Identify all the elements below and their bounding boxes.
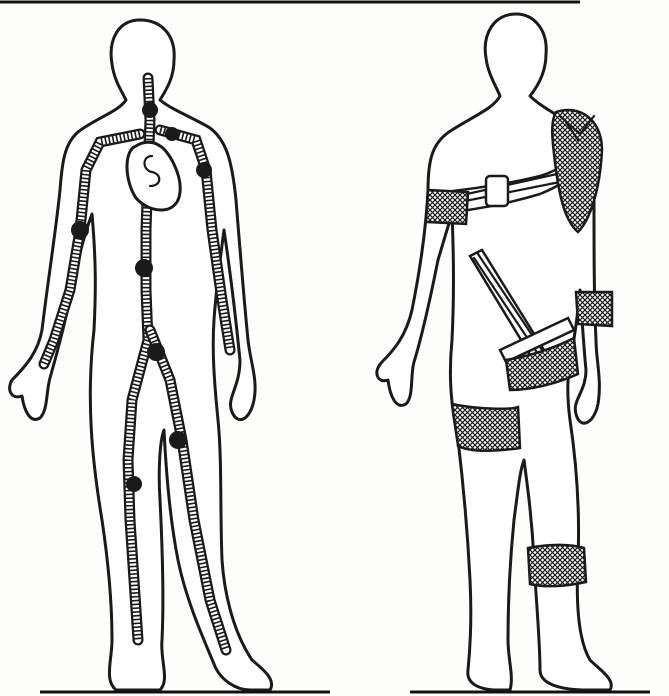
left-figure bbox=[10, 20, 330, 692]
strap-buckle bbox=[486, 176, 508, 206]
upper-arm-bandage bbox=[426, 190, 468, 224]
pressure-point-groin bbox=[147, 343, 165, 361]
forearm-bandage bbox=[576, 292, 612, 326]
right-figure bbox=[377, 14, 650, 692]
thigh-bandage bbox=[452, 404, 520, 451]
pressure-point-upper-arm-right bbox=[196, 162, 212, 178]
pressure-point-knee bbox=[126, 476, 142, 492]
pressure-point-arm-left bbox=[71, 221, 89, 239]
pressure-point-shoulder bbox=[165, 127, 179, 141]
pressure-point-thigh bbox=[169, 431, 187, 449]
pressure-point-neck bbox=[142, 102, 158, 118]
pressure-point-abdomen bbox=[135, 259, 153, 277]
calf-bandage bbox=[528, 545, 586, 586]
